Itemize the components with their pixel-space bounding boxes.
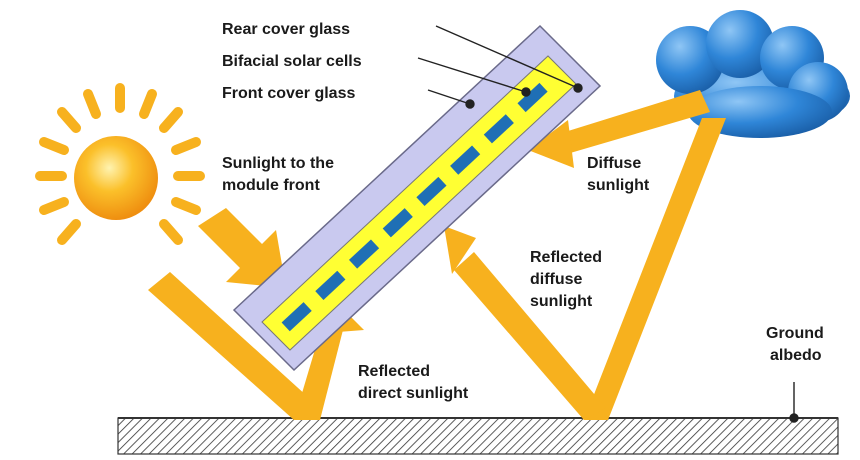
reflected-direct-ray-up	[294, 326, 344, 420]
label-sunlight-front-2: module front	[222, 177, 320, 194]
label-reflected-direct-2: direct sunlight	[358, 385, 469, 402]
leader-lines	[417, 25, 799, 423]
reflected-diffuse-ray-up	[454, 252, 606, 420]
sun-icon	[35, 83, 205, 245]
solar-cell	[450, 145, 481, 175]
reflected-direct-ray-down	[148, 272, 318, 420]
label-ground-1: Ground	[766, 325, 824, 342]
solar-cell	[315, 270, 346, 300]
solar-cell	[348, 239, 380, 269]
label-bifacial-solar-cells: Bifacial solar cells	[222, 53, 362, 70]
reflected-diffuse-ray-down	[584, 118, 726, 420]
cloud-icon	[656, 10, 850, 138]
label-diffuse-2: sunlight	[587, 177, 650, 194]
label-sunlight-front-1: Sunlight to the	[222, 155, 334, 172]
front-sunlight-arrow	[198, 208, 286, 288]
solar-cell	[483, 114, 514, 144]
label-reflected-diffuse-2: diffuse	[530, 271, 583, 288]
solar-cell	[517, 82, 548, 113]
solar-cell	[382, 208, 413, 238]
label-rear-cover-glass: Rear cover glass	[222, 21, 350, 38]
light-rays	[148, 90, 726, 420]
labels: Rear cover glass Bifacial solar cells Fr…	[222, 21, 824, 402]
label-reflected-diffuse-1: Reflected	[530, 249, 602, 266]
solar-cell	[416, 176, 447, 207]
label-front-cover-glass: Front cover glass	[222, 85, 355, 102]
label-diffuse-1: Diffuse	[587, 155, 641, 172]
label-ground-2: albedo	[770, 347, 822, 364]
ground	[117, 417, 839, 455]
bifacial-module	[232, 24, 602, 372]
label-reflected-direct-1: Reflected	[358, 363, 430, 380]
diffuse-arrowhead	[528, 120, 574, 168]
solar-cell	[281, 302, 312, 332]
diffuse-ray	[552, 90, 710, 156]
label-reflected-diffuse-3: sunlight	[530, 293, 593, 310]
reflected-diffuse-arrowhead	[444, 226, 476, 274]
solar-cells	[281, 82, 548, 332]
